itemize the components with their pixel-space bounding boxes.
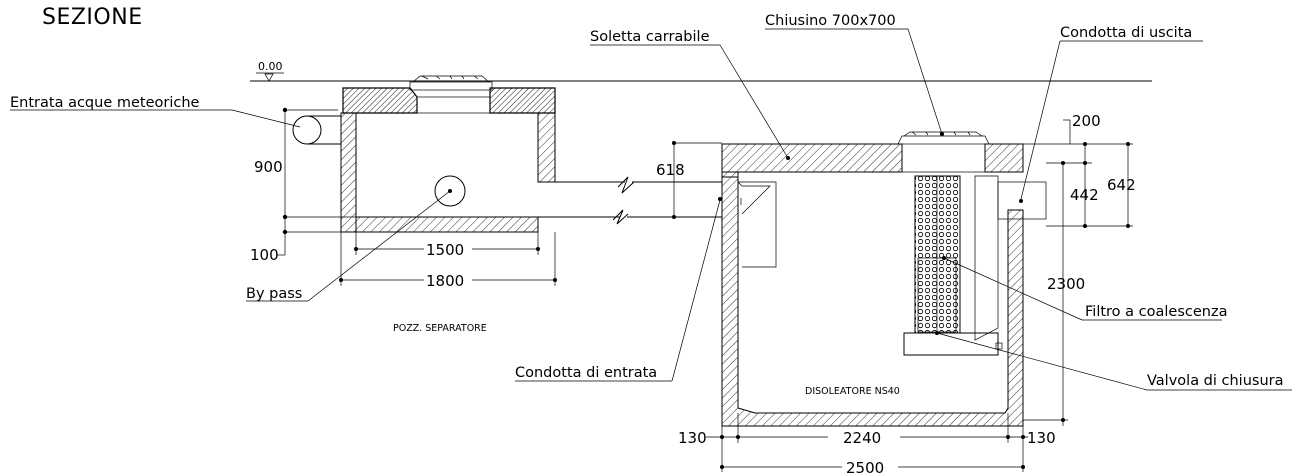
label-valve: Valvola di chiusura xyxy=(1147,373,1284,389)
label-separator: POZZ. SEPARATORE xyxy=(393,323,487,334)
dim-130-right: 130 xyxy=(1027,429,1056,447)
label-manhole: Chiusino 700x700 xyxy=(765,13,896,29)
label-bypass: By pass xyxy=(246,286,302,302)
dim-642: 642 xyxy=(1107,176,1136,194)
oil-separator-tank xyxy=(721,131,1047,427)
dim-100: 100 xyxy=(250,246,279,264)
dim-130-left: 130 xyxy=(678,429,707,447)
level-marker-icon xyxy=(264,73,274,82)
dim-1500: 1500 xyxy=(426,241,464,259)
bypass-circle xyxy=(434,175,466,207)
coalescence-filter xyxy=(914,175,961,334)
connection-pipe xyxy=(538,176,722,225)
dim-618: 618 xyxy=(656,161,685,179)
label-outlet-pipe: Condotta di uscita xyxy=(1060,25,1192,41)
dim-1800: 1800 xyxy=(426,272,464,290)
label-filter: Filtro a coalescenza xyxy=(1085,304,1227,320)
dim-442: 442 xyxy=(1070,186,1099,204)
dim-2240: 2240 xyxy=(843,429,881,447)
label-inlet-pipe: Condotta di entrata xyxy=(515,365,657,381)
label-oil-separator: DISOLEATORE NS40 xyxy=(805,386,900,397)
page-title: SEZIONE xyxy=(42,5,143,30)
left-dimensions: 900 100 1500 1800 xyxy=(250,107,557,290)
dim-2300: 2300 xyxy=(1047,275,1085,293)
label-inlet-rain: Entrata acque meteoriche xyxy=(10,95,200,111)
level-label: 0.00 xyxy=(258,60,283,73)
inlet-pipe-circle xyxy=(292,115,322,145)
dim-900: 900 xyxy=(254,158,283,176)
label-slab: Soletta carrabile xyxy=(590,29,710,45)
dim-200: 200 xyxy=(1072,112,1101,130)
separator-well xyxy=(292,75,556,233)
right-dimensions: 618 200 442 642 2300 130 2240 130 xyxy=(656,112,1136,475)
dim-2500: 2500 xyxy=(846,459,884,475)
